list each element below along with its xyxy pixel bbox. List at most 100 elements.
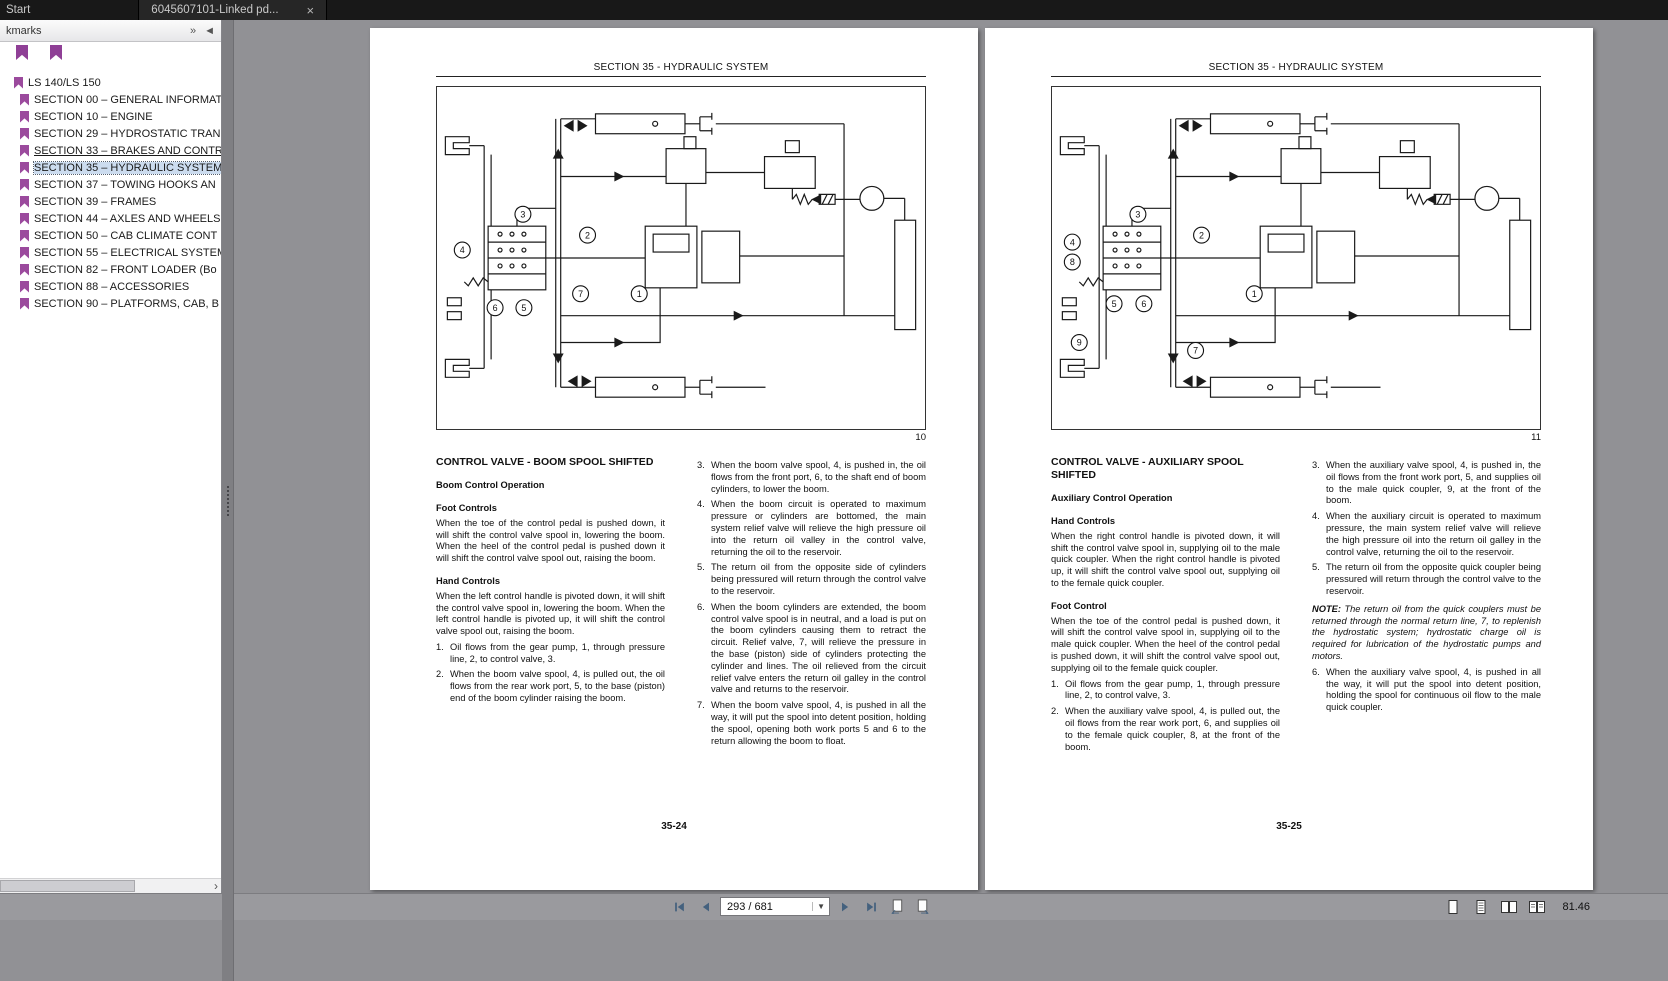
bookmark-tree: LS 140/LS 150 SECTION 00 – GENERAL INFOR… [0,68,221,312]
svg-text:2: 2 [1199,230,1204,240]
bookmark-item-label: SECTION 29 – HYDROSTATIC TRAN [34,127,221,140]
body-paragraph: When the toe of the control pedal is pus… [436,517,665,564]
page-navigation: 293 / 681 ▼ [668,897,934,916]
page-header: SECTION 35 - HYDRAULIC SYSTEM [1208,62,1384,73]
bookmark-item-label: SECTION 00 – GENERAL INFORMAT [34,93,221,106]
bookmark-item[interactable]: SECTION 35 – HYDRAULIC SYSTEM [0,159,221,176]
bookmarks-panel: kmarks » ◄ LS 140/LS 150 SECTION 00 – GE… [0,20,222,893]
bookmark-item[interactable]: SECTION 33 – BRAKES AND CONTR [0,142,221,159]
svg-text:6: 6 [1141,299,1146,309]
page-number-input[interactable]: 293 / 681 ▼ [720,897,830,916]
start-tab[interactable]: Start [6,4,31,16]
numbered-item: 4.When the boom circuit is operated to m… [697,499,926,557]
svg-text:5: 5 [521,303,526,313]
body-paragraph: When the left control handle is pivoted … [436,590,665,637]
first-page-button[interactable] [668,897,690,916]
article-title: CONTROL VALVE - BOOM SPOOL SHIFTED [436,456,654,468]
bookmarks-panel-header: kmarks » ◄ [0,20,221,42]
bookmark-icon [20,110,29,123]
svg-text:1: 1 [637,289,642,299]
bookmark-item-label: SECTION 44 – AXLES AND WHEELS [34,212,221,225]
sub-heading: Foot Control [1051,600,1107,611]
bookmark-item[interactable]: SECTION 00 – GENERAL INFORMAT [0,91,221,108]
expand-bookmark-icon[interactable] [16,45,28,65]
bookmark-icon [20,297,29,310]
svg-text:9: 9 [1077,338,1082,348]
diagram-callout: 8 [1063,253,1081,271]
numbered-item: 3.When the auxiliary valve spool, 4, is … [1312,460,1541,506]
previous-view-button[interactable] [886,897,908,916]
diagram-callout: 1 [630,285,648,303]
bookmark-item[interactable]: SECTION 55 – ELECTRICAL SYSTEM [0,244,221,261]
bookmark-icon [20,229,29,242]
bookmark-icon [20,263,29,276]
expand-options-icon[interactable]: » [189,24,197,37]
collapse-panel-icon[interactable]: ◄ [204,24,215,37]
single-page-view-icon[interactable] [1442,897,1464,916]
bookmark-item[interactable]: SECTION 90 – PLATFORMS, CAB, B [0,295,221,312]
pdf-page-right: SECTION 35 - HYDRAULIC SYSTEM [985,28,1593,890]
svg-text:2: 2 [585,230,590,240]
diagram-callout: 3 [1129,205,1147,223]
sub-heading: Auxiliary Control Operation [1051,493,1173,504]
scroll-right-icon[interactable]: › [214,879,218,893]
bookmark-item-label: SECTION 82 – FRONT LOADER (Bo [34,263,217,276]
scrollbar-thumb[interactable] [0,880,135,892]
bookmark-item[interactable]: SECTION 88 – ACCESSORIES [0,278,221,295]
two-page-continuous-view-icon[interactable] [1526,897,1548,916]
diagram-callout: 6 [486,299,504,317]
close-tab-icon[interactable]: × [306,2,315,18]
bookmark-item-label: SECTION 88 – ACCESSORIES [34,280,190,293]
numbered-item: 6.When the auxiliary valve spool, 4, is … [1312,666,1541,713]
status-bar: 293 / 681 ▼ [0,893,1668,981]
chevron-down-icon[interactable]: ▼ [812,902,829,911]
svg-text:1: 1 [1252,289,1257,299]
prev-page-button[interactable] [694,897,716,916]
horizontal-scrollbar[interactable]: › [0,878,221,893]
continuous-view-icon[interactable] [1470,897,1492,916]
bookmark-item-label: SECTION 33 – BRAKES AND CONTR [34,144,221,157]
diagram-callout: 1 [1245,285,1263,303]
bookmark-root-item[interactable]: LS 140/LS 150 [0,74,221,91]
bookmark-item[interactable]: SECTION 37 – TOWING HOOKS AN [0,176,221,193]
text-column-right: 3.When the auxiliary valve spool, 4, is … [1312,456,1541,753]
bookmark-icon [20,195,29,208]
next-page-button[interactable] [834,897,856,916]
sub-heading: Hand Controls [1051,516,1116,527]
bookmark-item[interactable]: SECTION 10 – ENGINE [0,108,221,125]
bookmark-item-label: SECTION 35 – HYDRAULIC SYSTEM [33,160,221,175]
pdf-page-left: SECTION 35 - HYDRAULIC SYSTEM [370,28,978,890]
sub-heading: Foot Controls [436,502,497,513]
bookmark-icon [20,212,29,225]
bookmark-item-label: SECTION 50 – CAB CLIMATE CONT [34,229,218,242]
numbered-item: 5.The return oil from the opposite quick… [1312,562,1541,596]
note-paragraph: NOTE: The return oil from the quick coup… [1312,603,1541,661]
svg-text:4: 4 [460,245,465,255]
numbered-item: 1.Oil flows from the gear pump, 1, throu… [1051,678,1280,701]
document-tab[interactable]: 6045607101-Linked pd... × [138,0,328,20]
bookmark-item[interactable]: SECTION 50 – CAB CLIMATE CONT [0,227,221,244]
bookmark-item[interactable]: SECTION 82 – FRONT LOADER (Bo [0,261,221,278]
bookmark-root-label: LS 140/LS 150 [28,76,101,89]
bookmark-icon [20,127,29,140]
panel-splitter[interactable] [222,20,234,981]
bookmark-icon [20,161,29,174]
bookmark-icon [14,76,23,89]
diagram-callout: 2 [1193,226,1211,244]
svg-text:7: 7 [1193,346,1198,356]
bookmark-item[interactable]: SECTION 44 – AXLES AND WHEELS [0,210,221,227]
next-view-button[interactable] [912,897,934,916]
diagram-callout: 4 [1063,233,1081,251]
zoom-level[interactable]: 81.46 [1562,900,1590,913]
goto-bookmark-icon[interactable] [50,45,62,65]
two-page-view-icon[interactable] [1498,897,1520,916]
bookmark-item[interactable]: SECTION 29 – HYDROSTATIC TRAN [0,125,221,142]
bookmark-item[interactable]: SECTION 39 – FRAMES [0,193,221,210]
bookmark-item-label: SECTION 90 – PLATFORMS, CAB, B [34,297,220,310]
bookmark-icon [20,93,29,106]
bookmark-icon [20,246,29,259]
page-header: SECTION 35 - HYDRAULIC SYSTEM [593,62,769,73]
last-page-button[interactable] [860,897,882,916]
